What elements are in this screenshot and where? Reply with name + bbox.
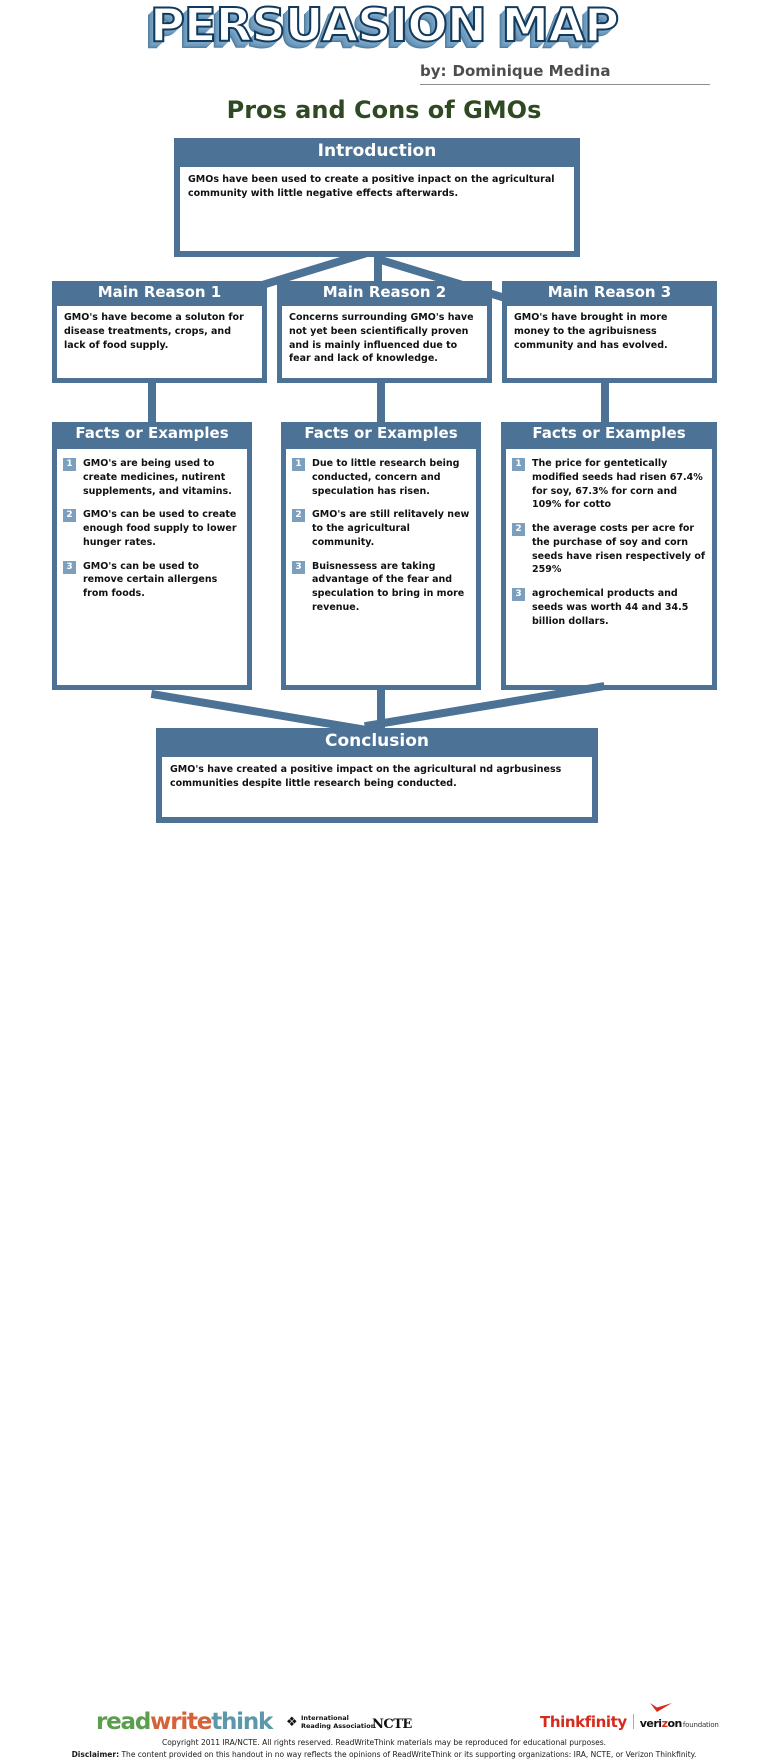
fact-number-badge: 1 xyxy=(512,458,525,471)
ira-line-2: Reading Association xyxy=(301,1722,376,1731)
facts-or-examples-3-heading: Facts or Examples xyxy=(532,424,686,442)
author-field: by: Dominique Medina xyxy=(420,62,710,85)
introduction-box[interactable]: Introduction GMOs have been used to crea… xyxy=(174,138,580,257)
thinkfinity-logo: Thinkfinity verizonfoundation xyxy=(540,1703,719,1731)
list-item[interactable]: 3 agrochemical products and seeds was wo… xyxy=(512,587,706,628)
logo-read-text: read xyxy=(96,1709,151,1735)
conclusion-box[interactable]: Conclusion GMO's have created a positive… xyxy=(156,728,598,823)
readwritethink-logo: readwritethink xyxy=(96,1709,273,1735)
fact-number-badge: 1 xyxy=(292,458,305,471)
disclaimer-text: Disclaimer: The content provided on this… xyxy=(0,1750,768,1759)
ira-logo-text: International Reading Association xyxy=(301,1714,375,1730)
copyright-text: Copyright 2011 IRA/NCTE. All rights rese… xyxy=(161,1738,607,1747)
disclaimer-label: Disclaimer: xyxy=(71,1750,120,1759)
facts-or-examples-3-list[interactable]: 1 The price for gentetically modified se… xyxy=(506,449,712,685)
title-banner: PERSUASION MAP xyxy=(0,0,768,53)
fact-number-badge: 3 xyxy=(512,588,525,602)
fact-number-badge: 3 xyxy=(63,560,76,574)
fact-number-badge: 3 xyxy=(292,560,305,574)
main-reason-2-text[interactable]: Concerns surrounding GMO's have not yet … xyxy=(282,306,487,378)
verizon-wordmark: verizon xyxy=(639,1717,683,1730)
connector-intro-trunk xyxy=(374,255,382,283)
main-reason-2-heading: Main Reason 2 xyxy=(322,283,447,301)
fact-text: GMO's can be used to remove certain alle… xyxy=(83,560,218,600)
list-item[interactable]: 1 The price for gentetically modified se… xyxy=(512,457,706,512)
main-reason-1-text[interactable]: GMO's have become a soluton for disease … xyxy=(57,306,262,378)
logo-divider xyxy=(632,1714,634,1729)
disclaimer-body: The content provided on this handout in … xyxy=(119,1750,697,1759)
facts-or-examples-1-heading: Facts or Examples xyxy=(75,424,229,442)
facts-or-examples-2-box[interactable]: Facts or Examples 1 Due to little resear… xyxy=(281,422,481,690)
main-reason-2-box[interactable]: Main Reason 2 Concerns surrounding GMO's… xyxy=(277,281,492,383)
international-reading-association-logo: ❖ International Reading Association xyxy=(286,1714,375,1730)
introduction-heading: Introduction xyxy=(317,141,437,161)
main-reason-1-heading: Main Reason 1 xyxy=(97,283,222,301)
main-reason-3-box[interactable]: Main Reason 3 GMO's have brought in more… xyxy=(502,281,717,383)
connector-facts-2-to-conclusion xyxy=(377,690,385,730)
author-label: by: xyxy=(420,62,447,80)
verizon-foundation-text: foundation xyxy=(682,1721,719,1729)
list-item[interactable]: 3 Buisnessess are taking advantage of th… xyxy=(292,560,470,615)
list-item[interactable]: 1 Due to little research being conducted… xyxy=(292,457,470,498)
fact-number-badge: 2 xyxy=(63,509,76,523)
facts-or-examples-2-heading: Facts or Examples xyxy=(304,424,458,442)
facts-or-examples-3-box[interactable]: Facts or Examples 1 The price for gentet… xyxy=(501,422,717,690)
list-item[interactable]: 1 GMO's are being used to create medicin… xyxy=(63,457,241,498)
facts-or-examples-1-box[interactable]: Facts or Examples 1 GMO's are being used… xyxy=(52,422,252,690)
ira-bird-icon: ❖ xyxy=(286,1714,298,1730)
page-title: PERSUASION MAP xyxy=(149,0,620,53)
fact-text: Buisnessess are taking advantage of the … xyxy=(312,560,465,613)
thinkfinity-wordmark: Thinkfinity xyxy=(540,1712,627,1731)
connector-reason-1-to-facts-1 xyxy=(148,383,156,423)
fact-text: agrochemical products and seeds was wort… xyxy=(532,588,689,627)
conclusion-text[interactable]: GMO's have created a positive impact on … xyxy=(162,757,592,817)
connector-reason-2-to-facts-2 xyxy=(377,383,385,423)
fact-text: The price for gentetically modified seed… xyxy=(532,458,703,511)
main-reason-3-text[interactable]: GMO's have brought in more money to the … xyxy=(507,306,712,378)
introduction-text[interactable]: GMOs have been used to create a positive… xyxy=(180,167,574,251)
list-item[interactable]: 2 GMO's can be used to create enough foo… xyxy=(63,508,241,549)
fact-number-badge: 1 xyxy=(63,458,76,471)
fact-text: GMO's can be used to create enough food … xyxy=(83,509,237,548)
fact-text: GMO's are being used to create medicines… xyxy=(83,458,232,497)
conclusion-heading: Conclusion xyxy=(325,731,429,751)
logo-write-text: write xyxy=(150,1709,212,1735)
ira-line-1: International xyxy=(301,1714,349,1722)
ncte-logo: NCTE xyxy=(372,1717,412,1732)
logo-think-text: think xyxy=(211,1709,273,1735)
facts-or-examples-2-list[interactable]: 1 Due to little research being conducted… xyxy=(286,449,476,685)
author-name: Dominique Medina xyxy=(452,62,611,80)
fact-text: Due to little research being conducted, … xyxy=(312,458,460,497)
fact-number-badge: 2 xyxy=(512,523,525,537)
connector-reason-3-to-facts-3 xyxy=(601,383,609,423)
fact-text: GMO's are still relitavely new to the ag… xyxy=(312,509,470,548)
list-item[interactable]: 3 GMO's can be used to remove certain al… xyxy=(63,560,241,601)
list-item[interactable]: 2 GMO's are still relitavely new to the … xyxy=(292,508,470,549)
list-item[interactable]: 2 the average costs per acre for the pur… xyxy=(512,522,706,577)
main-reason-1-box[interactable]: Main Reason 1 GMO's have become a soluto… xyxy=(52,281,267,383)
verizon-check-icon xyxy=(649,1703,672,1712)
footer: readwritethink ❖ International Reading A… xyxy=(0,852,768,1759)
map-subtitle: Pros and Cons of GMOs xyxy=(226,96,542,124)
main-reason-3-heading: Main Reason 3 xyxy=(547,283,672,301)
fact-text: the average costs per acre for the purch… xyxy=(532,523,706,576)
facts-or-examples-1-list[interactable]: 1 GMO's are being used to create medicin… xyxy=(57,449,247,685)
fact-number-badge: 2 xyxy=(292,509,305,523)
verizon-foundation-logo: verizonfoundation xyxy=(639,1703,719,1731)
